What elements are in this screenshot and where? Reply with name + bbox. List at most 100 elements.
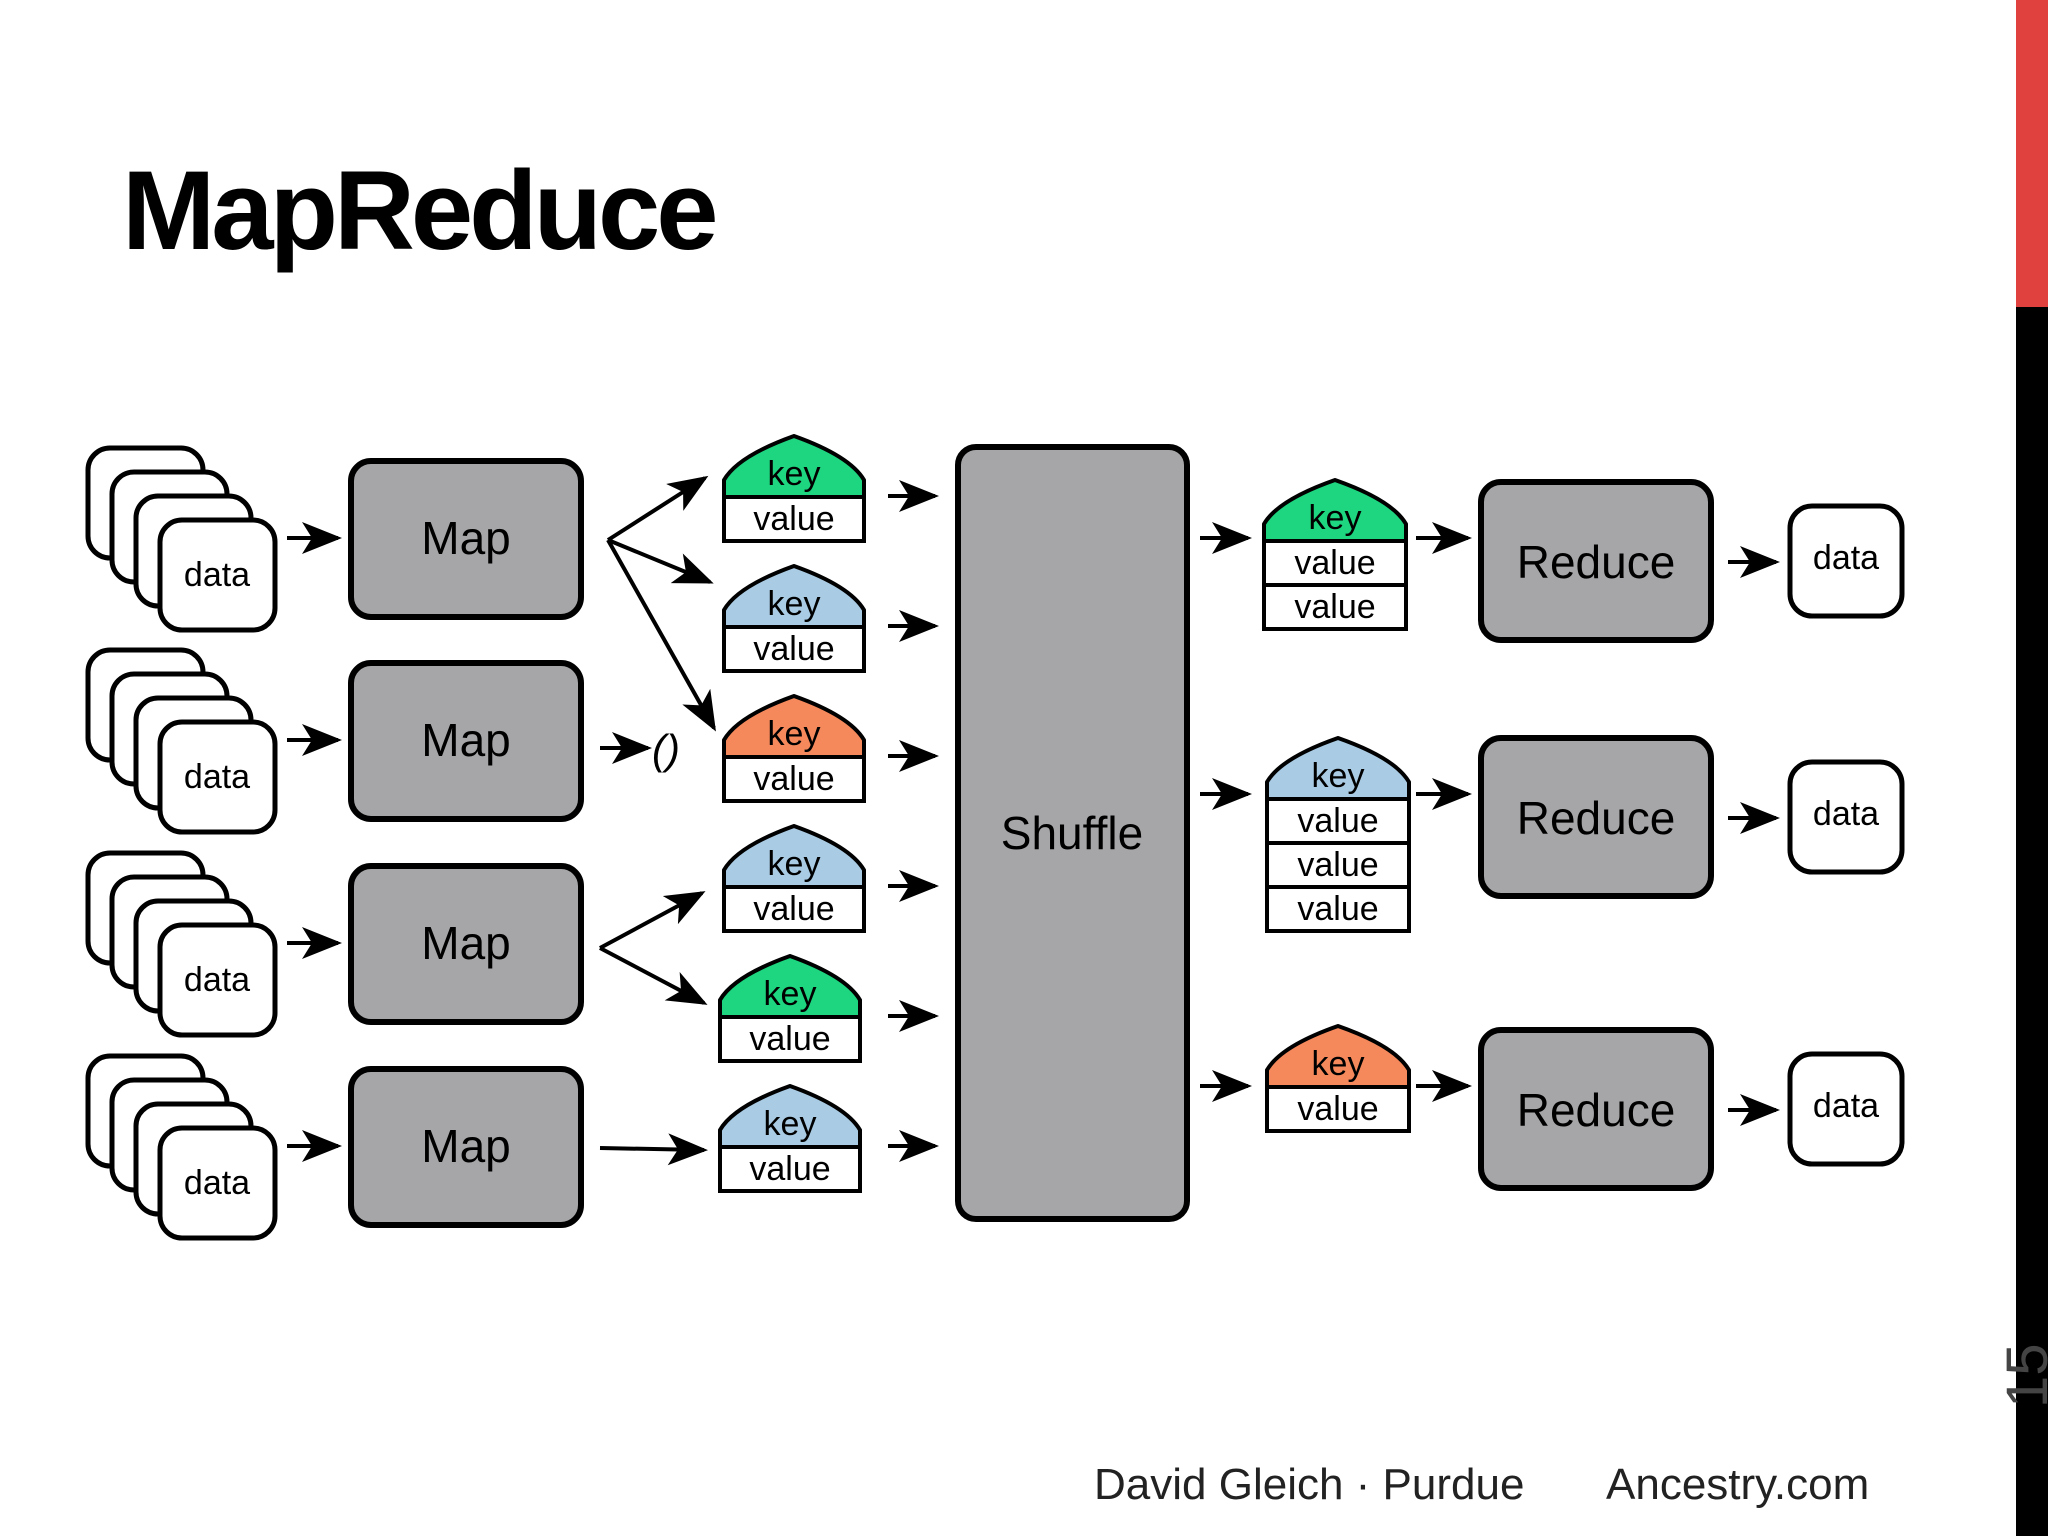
input-data-stack: data <box>85 647 278 835</box>
input-data-stacks: data data data data <box>85 445 278 1241</box>
map-box-shape <box>348 660 584 822</box>
key-value-pair: key value value value <box>1265 736 1411 933</box>
value-cell <box>1265 885 1411 933</box>
map1-to-kv-arrow <box>606 539 716 732</box>
map-box-shape <box>348 863 584 1025</box>
side-accent-bar <box>2016 0 2048 307</box>
key-label: key <box>768 715 821 753</box>
data-page-front <box>157 922 278 1038</box>
reduce-box-shape <box>1478 735 1714 899</box>
input-data-label: data <box>184 758 250 796</box>
key-blue-shape <box>722 564 866 629</box>
map4-to-kv-arrow <box>599 1133 708 1166</box>
key-green-shape <box>722 434 866 499</box>
output-data-shape <box>1787 503 1905 619</box>
key-label: key <box>768 455 821 493</box>
value-cell <box>722 495 866 543</box>
value-label: value <box>1297 802 1378 840</box>
map-box-shape <box>348 1066 584 1228</box>
output-data-box: data <box>1787 759 1905 875</box>
value-cell <box>1262 583 1408 631</box>
value-cell <box>722 625 866 673</box>
arrows <box>287 475 1780 1166</box>
map1-to-kv-arrow <box>606 475 709 542</box>
map1-to-kv-arrow <box>607 538 714 584</box>
value-label: value <box>753 890 834 928</box>
key-label: key <box>768 585 821 623</box>
shuffle-stage: Shuffle <box>955 444 1190 1222</box>
input-data-stack: data <box>85 1053 278 1241</box>
input-data-label: data <box>184 1164 250 1202</box>
page-number-text: 15 <box>1995 1343 2048 1408</box>
slide-title: MapReduce <box>122 148 719 273</box>
key-value-pairs: key value key value key value key value key value… <box>718 434 866 1193</box>
data-page-front <box>157 1125 278 1241</box>
reduce-label: Reduce <box>1517 792 1676 844</box>
value-label: value <box>1297 890 1378 928</box>
key-green-shape <box>718 954 862 1019</box>
output-data-boxes: data data data <box>1787 503 1905 1167</box>
key-value-pair: key value <box>722 434 866 543</box>
value-cell <box>722 755 866 803</box>
key-label: key <box>1312 757 1365 795</box>
map-label: Map <box>421 917 510 969</box>
value-label: value <box>1297 1090 1378 1128</box>
value-label: value <box>1297 846 1378 884</box>
map-box: Map <box>348 863 584 1025</box>
data-page-front <box>157 719 278 835</box>
key-value-pair: key value <box>718 1084 862 1193</box>
value-cell <box>718 1145 862 1193</box>
reduce-label: Reduce <box>1517 1084 1676 1136</box>
reduce-label: Reduce <box>1517 536 1676 588</box>
shuffle-box: Shuffle <box>955 444 1190 1222</box>
side-dark-bar <box>2016 307 2048 1536</box>
value-label: value <box>749 1020 830 1058</box>
input-data-label: data <box>184 961 250 999</box>
output-data-box: data <box>1787 1051 1905 1167</box>
output-data-label: data <box>1813 795 1879 833</box>
reduce-box: Reduce <box>1478 1027 1714 1191</box>
map-label: Map <box>421 1120 510 1172</box>
key-green-shape <box>1262 478 1408 543</box>
key-orange-shape <box>722 694 866 759</box>
key-label: key <box>1309 499 1362 537</box>
map3-to-kv-arrow <box>599 891 706 950</box>
key-label: key <box>768 845 821 883</box>
key-orange-shape <box>1265 1024 1411 1089</box>
value-cell <box>722 885 866 933</box>
map-box: Map <box>348 1066 584 1228</box>
value-label: value <box>749 1150 830 1188</box>
key-label: key <box>764 975 817 1013</box>
shuffle-box-shape <box>955 444 1190 1222</box>
map3-to-kv-arrow <box>599 946 708 1005</box>
output-data-label: data <box>1813 539 1879 577</box>
key-label: key <box>764 1105 817 1143</box>
key-value-pair: key value <box>722 824 866 933</box>
output-data-shape <box>1787 1051 1905 1167</box>
reduce-box-shape <box>1478 1027 1714 1191</box>
input-data-label: data <box>184 556 250 594</box>
reduce-box: Reduce <box>1478 479 1714 643</box>
data-page-front <box>157 517 278 633</box>
value-label: value <box>753 500 834 538</box>
value-label: value <box>753 630 834 668</box>
input-data-stack: data <box>85 850 278 1038</box>
footer-organization: Ancestry.com <box>1606 1460 1870 1509</box>
input-data-stack: data <box>85 445 278 633</box>
map-box-shape <box>348 458 584 620</box>
empty-map-output: () <box>652 726 680 773</box>
map-label: Map <box>421 714 510 766</box>
output-data-box: data <box>1787 503 1905 619</box>
reduce-box-shape <box>1478 479 1714 643</box>
key-value-pair: key value <box>722 564 866 673</box>
map-label: Map <box>421 512 510 564</box>
key-blue-shape <box>722 824 866 889</box>
footer-author: David Gleich · Purdue <box>1094 1460 1525 1509</box>
